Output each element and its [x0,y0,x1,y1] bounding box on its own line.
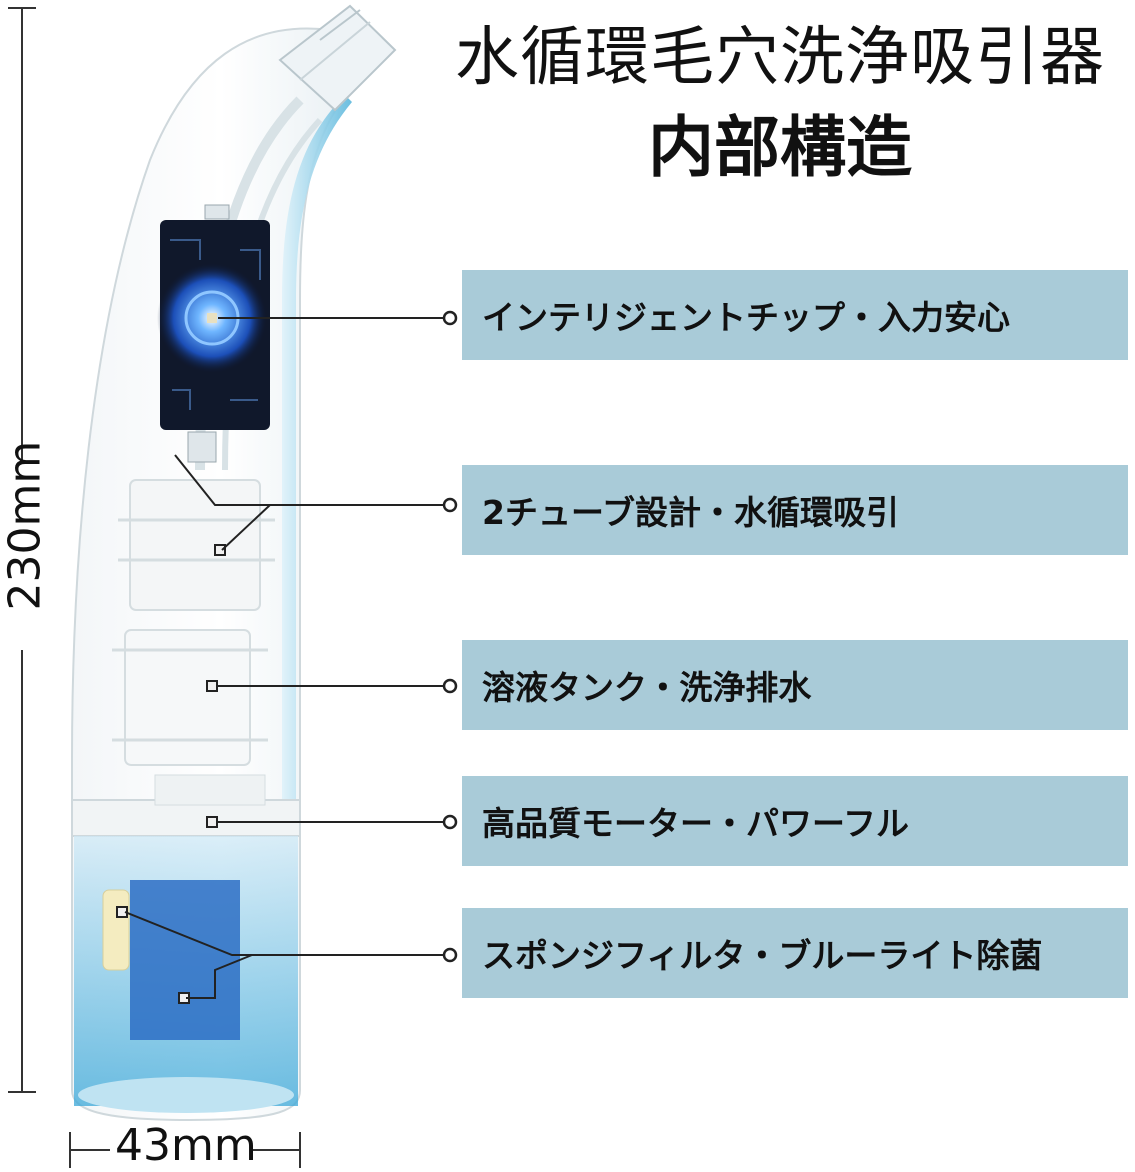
device-illustration [0,0,460,1172]
chip-board [157,205,270,462]
feature-label-motor: 高品質モーター・パワーフル [462,776,1128,866]
leader-endpoints [444,312,456,961]
feature-label-filter: スポンジフィルタ・ブルーライト除菌 [462,908,1128,998]
solution-tank [112,630,268,765]
feature-label-chip: インテリジェントチップ・入力安心 [462,270,1128,360]
feature-label-tube: 2チューブ設計・水循環吸引 [462,465,1128,555]
tube-pump [118,480,275,610]
blue-stripe [282,95,352,800]
page-title: 水循環毛穴洗浄吸引器 [430,18,1130,98]
filter-chamber [74,836,298,1113]
page-subtitle: 内部構造 [430,108,1130,188]
width-label: 43mm [115,1120,257,1171]
height-label: 230mm [0,481,51,611]
feature-label-tank: 溶液タンク・洗浄排水 [462,640,1128,730]
